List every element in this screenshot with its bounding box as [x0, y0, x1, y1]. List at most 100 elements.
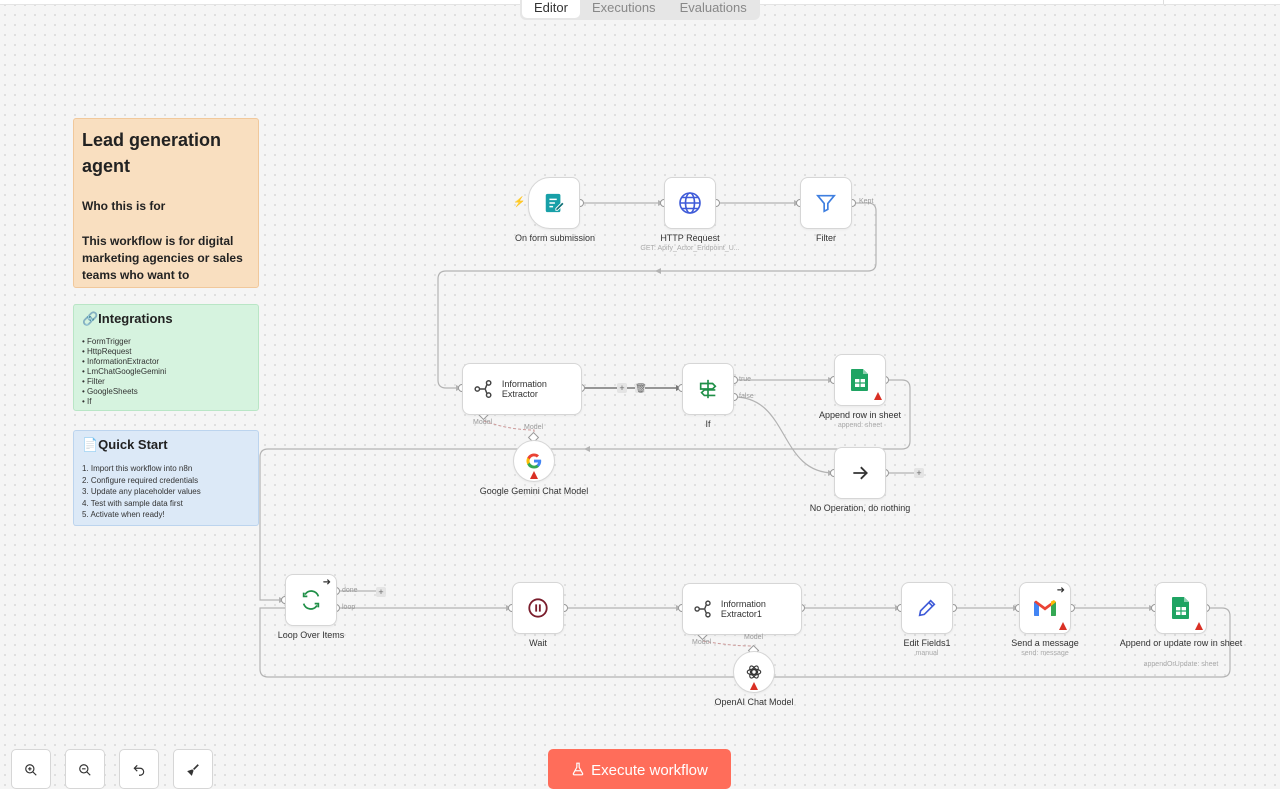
undo-button[interactable] [119, 749, 159, 789]
node-label: OpenAI Chat Model [689, 697, 819, 708]
node-label: Wait [473, 638, 603, 649]
node-label: Edit Fields1 [862, 638, 992, 649]
broom-icon [186, 763, 200, 777]
arrow-mid-top [655, 268, 661, 274]
edge-label-true: true [739, 376, 751, 383]
node-label: Send a message [980, 638, 1110, 649]
list-item: GoogleSheets [82, 387, 250, 397]
signpost-icon [697, 378, 719, 400]
node-append-or-update[interactable] [1155, 582, 1207, 634]
flask-icon [571, 762, 585, 776]
list-item: LmChatGoogleGemini [82, 367, 250, 377]
list-item: 3. Update any placeholder values [82, 486, 250, 498]
delete-connection-icon[interactable]: 🗑 [635, 383, 645, 393]
arrow-right-icon: ➜ [323, 577, 331, 588]
integrations-list: FormTrigger HttpRequest InformationExtra… [82, 337, 250, 407]
add-node-button[interactable]: + [617, 383, 627, 393]
node-label: On form submission [490, 233, 620, 244]
node-sublabel: appendOrUpdate: sheet [1116, 661, 1246, 668]
zoom-out-button[interactable] [65, 749, 105, 789]
node-information-extractor[interactable]: Information Extractor [462, 363, 582, 415]
node-information-extractor1[interactable]: Information Extractor1 [682, 583, 802, 635]
google-g-icon [525, 452, 543, 470]
quickstart-list: 1. Import this workflow into n8n 2. Conf… [82, 463, 250, 521]
node-append-row[interactable] [834, 354, 886, 406]
globe-icon [678, 191, 702, 215]
node-send-message[interactable]: ➜ [1019, 582, 1071, 634]
node-filter[interactable] [800, 177, 852, 229]
model-handle-label: Model [524, 424, 543, 431]
form-icon [543, 192, 565, 214]
warning-icon [874, 392, 882, 400]
node-edit-fields[interactable] [901, 582, 953, 634]
list-item: 5. Activate when ready! [82, 509, 250, 521]
sticky-note-quickstart[interactable]: 📄Quick Start 1. Import this workflow int… [73, 430, 259, 526]
node-no-operation[interactable] [834, 447, 886, 499]
openai-icon [745, 663, 763, 681]
sticky-note-integrations[interactable]: 🔗Integrations FormTrigger HttpRequest In… [73, 304, 259, 411]
node-label: HTTP Request [625, 233, 755, 244]
note-title: 🔗Integrations [82, 311, 250, 327]
list-item: Filter [82, 377, 250, 387]
node-gemini-chat-model[interactable] [513, 440, 555, 482]
execute-workflow-label: Execute workflow [591, 762, 708, 779]
filter-icon [815, 192, 837, 214]
extractor-icon [693, 598, 713, 620]
google-sheets-icon [850, 368, 870, 392]
loop-icon [300, 589, 322, 611]
node-label: Google Gemini Chat Model [469, 486, 599, 497]
node-label: Append row in sheet [795, 410, 925, 421]
node-http-request[interactable] [664, 177, 716, 229]
node-loop-over-items[interactable]: ➜ [285, 574, 337, 626]
node-label: Information Extractor [502, 379, 581, 399]
zoom-in-button[interactable] [11, 749, 51, 789]
list-item: 1. Import this workflow into n8n [82, 463, 250, 475]
zoom-out-icon [78, 763, 92, 777]
gmail-icon [1033, 599, 1057, 617]
list-item: 4. Test with sample data first [82, 498, 250, 510]
arrow-right-icon [850, 463, 870, 483]
model-handle-label: Model [744, 634, 763, 641]
undo-icon [132, 763, 146, 777]
node-label: If [643, 419, 773, 430]
note-paragraph: This workflow is for digital marketing a… [82, 233, 250, 284]
edge-label-kept: Kept [859, 198, 873, 205]
list-item: InformationExtractor [82, 357, 250, 367]
sticky-note-overview[interactable]: Lead generation agent Who this is for Th… [73, 118, 259, 288]
tidy-up-button[interactable] [173, 749, 213, 789]
zoom-in-icon [24, 763, 38, 777]
google-sheets-icon [1171, 596, 1191, 620]
edge-label-loop: loop [342, 604, 355, 611]
node-sublabel: send: message [980, 650, 1110, 657]
warning-icon [750, 682, 758, 690]
node-openai-chat-model[interactable] [733, 651, 775, 693]
list-item: 2. Configure required credentials [82, 475, 250, 487]
pencil-icon [916, 597, 938, 619]
extractor-icon [473, 378, 494, 400]
note-subtitle: Who this is for [82, 199, 250, 213]
model-handle-label: Model [473, 419, 492, 426]
note-title: 📄Quick Start [82, 437, 250, 453]
note-title: Lead generation agent [82, 127, 250, 179]
list-item: FormTrigger [82, 337, 250, 347]
list-item: HttpRequest [82, 347, 250, 357]
node-wait[interactable] [512, 582, 564, 634]
add-node-button[interactable]: + [914, 468, 924, 478]
conn-filter-extractor [438, 203, 876, 388]
node-if[interactable] [682, 363, 734, 415]
add-node-button[interactable]: + [376, 587, 386, 597]
trigger-bolt-icon: ⚡ [513, 197, 525, 208]
node-sublabel: append: sheet [795, 422, 925, 429]
edge-label-false: false [739, 393, 754, 400]
node-label: Filter [761, 233, 891, 244]
arrow-mid-loop [584, 446, 590, 452]
node-form-trigger[interactable] [528, 177, 580, 229]
warning-icon [1195, 622, 1203, 630]
pause-icon [527, 597, 549, 619]
arrow-right-icon: ➜ [1057, 585, 1065, 596]
node-sublabel: manual [862, 650, 992, 657]
node-label: Append or update row in sheet [1116, 638, 1246, 649]
node-label: Information Extractor1 [721, 599, 801, 619]
warning-icon [530, 471, 538, 479]
execute-workflow-button[interactable]: Execute workflow [548, 749, 731, 789]
